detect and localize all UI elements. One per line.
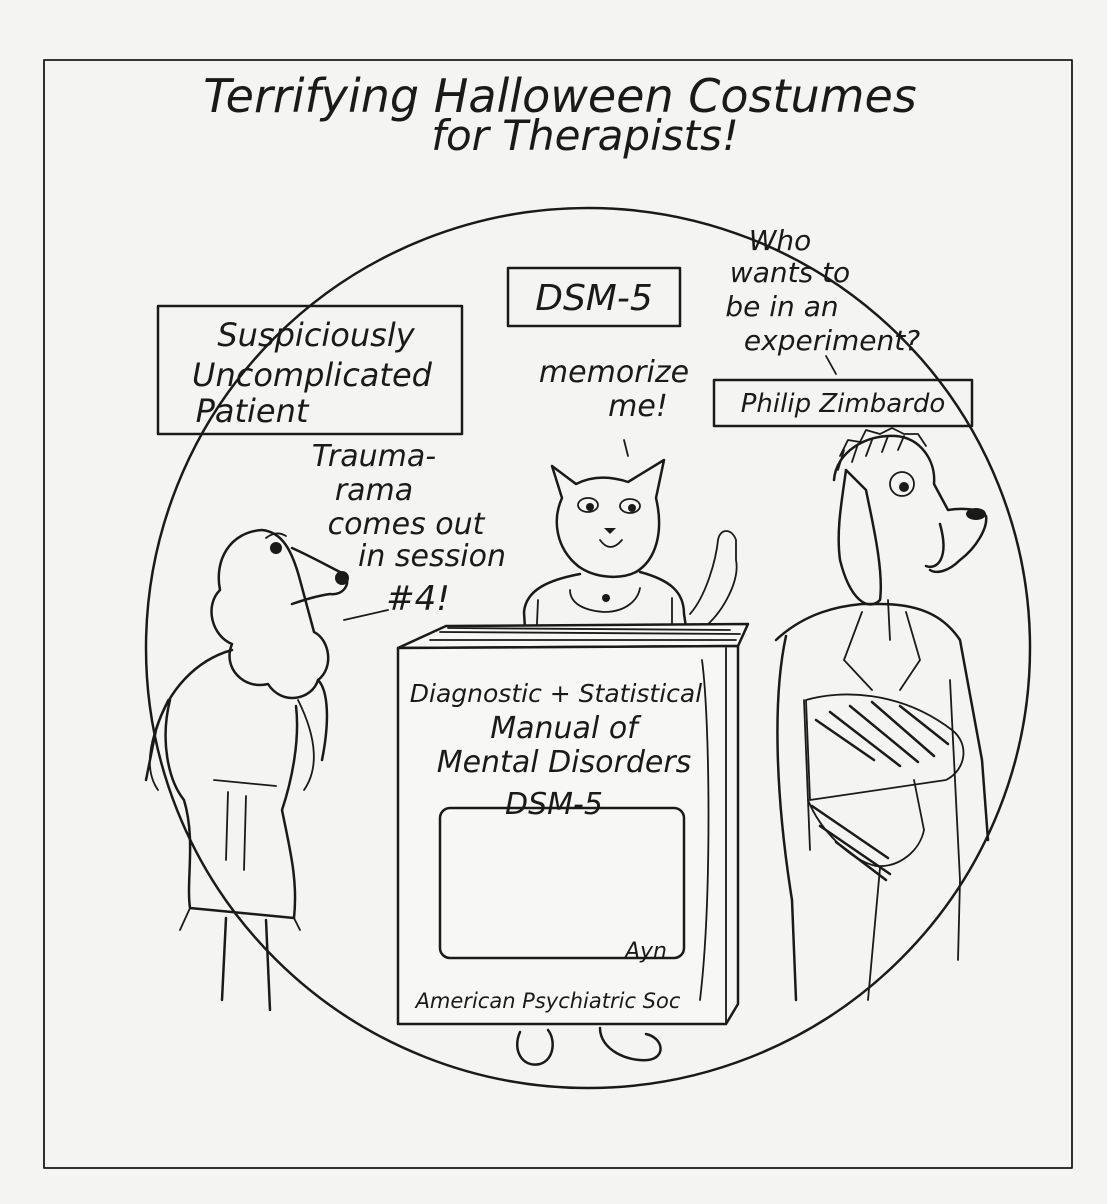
left-sign-line-3: Patient — [196, 392, 310, 430]
left-speech-tick — [343, 609, 389, 621]
book-dsm-label: DSM-5 — [505, 787, 603, 822]
left-sign-line-1: Suspiciously — [217, 316, 415, 354]
center-speech-line-1: memorize — [539, 355, 689, 390]
left-speech-line-4: in session — [358, 539, 506, 574]
title-line-2: for Therapists! — [431, 111, 739, 160]
right-speech-line-3: be in an — [725, 290, 838, 323]
zimbardo-sign-text: Philip Zimbardo — [741, 389, 946, 419]
poodle-character — [144, 528, 349, 1012]
dsm-sign-text: DSM-5 — [535, 278, 653, 319]
scene-circle — [144, 206, 1032, 1090]
right-speech-line-2: wants to — [730, 256, 850, 289]
panel-frame — [43, 59, 1073, 1169]
artist-signature: Ayn — [623, 939, 667, 964]
dsm-book-costume — [396, 622, 750, 1026]
left-sign-line-2: Uncomplicated — [192, 356, 433, 394]
left-speech-line-2: rama — [335, 473, 413, 508]
right-speech-line-1: Who — [749, 224, 812, 257]
left-speech-line-5: #4! — [386, 579, 450, 619]
book-title-line-1: Diagnostic + Statistical — [410, 679, 702, 708]
dog-character — [774, 427, 990, 1002]
uncomplicated-patient-sign — [156, 304, 464, 436]
left-speech-line-3: comes out — [328, 507, 486, 542]
right-speech-tick — [825, 355, 837, 375]
center-speech-line-2: me! — [608, 389, 668, 424]
left-speech-line-1: Trauma- — [312, 439, 436, 474]
right-speech-line-4: experiment? — [744, 324, 920, 357]
book-title-line-3: Mental Disorders — [437, 745, 692, 780]
zimbardo-sign — [712, 378, 974, 428]
center-speech-tick — [623, 439, 629, 457]
dsm-sign — [506, 266, 682, 328]
book-title-line-2: Manual of — [490, 711, 642, 746]
book-publisher: American Psychiatric Soc — [414, 989, 681, 1013]
title-line-1: Terrifying Halloween Costumes — [203, 69, 916, 123]
